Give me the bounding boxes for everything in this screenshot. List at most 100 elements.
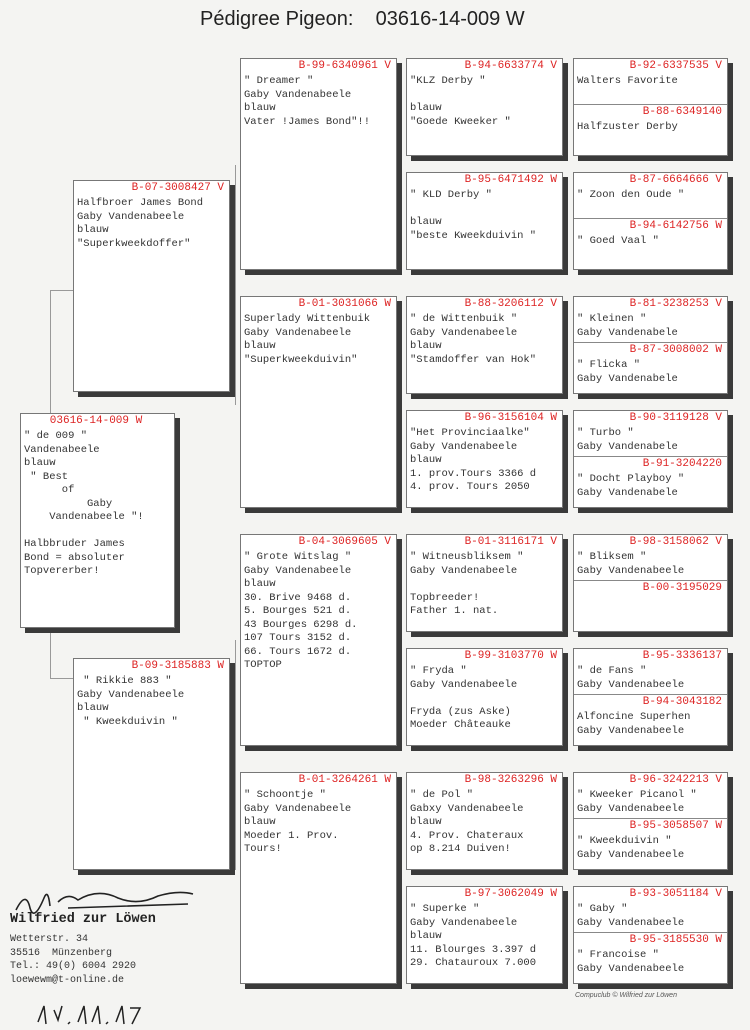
subject-ring-number: 03616-14-009 W bbox=[49, 415, 143, 427]
pigeon-text: "KLZ Derby " blauw "Goede Kweeker " bbox=[410, 75, 511, 128]
ring-number: B-95-3058507 W bbox=[629, 820, 722, 832]
ring-number: B-04-3069605 V bbox=[298, 536, 391, 548]
gg-grandparent-pair-card: B-95-3336137 " de Fans " Gaby Vandenabee… bbox=[573, 648, 728, 746]
pigeon-text: " Schoontje " Gaby Vandenabeele blauw Mo… bbox=[244, 789, 352, 855]
pigeon-text: " Superke " Gaby Vandenabeele blauw 11. … bbox=[410, 903, 537, 969]
pair-divider bbox=[574, 456, 727, 457]
pigeon-text: " Fryda " Gaby Vandenabeele Fryda (zus A… bbox=[410, 665, 518, 731]
ring-number: B-94-6142756 W bbox=[629, 220, 722, 232]
ring-number: B-81-3238253 V bbox=[629, 298, 722, 310]
pigeon-text: Superlady Wittenbuik Gaby Vandenabeele b… bbox=[244, 313, 371, 366]
ring-number: B-96-3242213 V bbox=[629, 774, 722, 786]
pigeon-text bbox=[574, 595, 727, 597]
great-grandparent-card: B-01-3116171 V " Witneusbliksem " Gaby V… bbox=[406, 534, 563, 632]
ring-number: B-98-3263296 W bbox=[464, 774, 557, 786]
grandparent-card: B-99-6340961 V " Dreamer " Gaby Vandenab… bbox=[240, 58, 397, 270]
gg-grandparent-pair-card: B-96-3242213 V " Kweeker Picanol " Gaby … bbox=[573, 772, 728, 870]
connector-line bbox=[50, 290, 51, 413]
pigeon-text: " Kweeker Picanol " Gaby Vandenabeele bbox=[577, 789, 697, 815]
subject-text: " de 009 " Vandenabeele blauw " Best of … bbox=[24, 430, 144, 577]
ring-number: B-92-6337535 V bbox=[629, 60, 722, 72]
ring-number: B-91-3204220 bbox=[642, 458, 722, 470]
ring-number: B-96-3156104 W bbox=[464, 412, 557, 424]
pair-divider bbox=[574, 818, 727, 819]
gg-grandparent-pair-card: B-81-3238253 V " Kleinen " Gaby Vandenab… bbox=[573, 296, 728, 394]
pigeon-text: " Grote Witslag " Gaby Vandenabeele blau… bbox=[244, 551, 358, 671]
pair-divider bbox=[574, 694, 727, 695]
ring-number: B-01-3116171 V bbox=[464, 536, 557, 548]
pigeon-text: Alfoncine Superhen Gaby Vandenabeele bbox=[577, 711, 691, 737]
ring-number: B-94-3043182 bbox=[642, 696, 722, 708]
pair-divider bbox=[574, 104, 727, 105]
pigeon-text: " Witneusbliksem " Gaby Vandenabeele Top… bbox=[410, 551, 524, 617]
pigeon-text: " Gaby " Gaby Vandenabeele bbox=[577, 903, 685, 929]
ring-number: B-88-6349140 bbox=[642, 106, 722, 118]
ring-number: B-93-3051184 V bbox=[629, 888, 722, 900]
pigeon-text: " de Wittenbuik " Gaby Vandenabeele blau… bbox=[410, 313, 537, 366]
mother-ring-number: B-09-3185883 W bbox=[131, 660, 224, 672]
mother-text: " Rikkie 883 " Gaby Vandenabeele blauw "… bbox=[77, 675, 185, 728]
pigeon-text: " Kweekduivin " Gaby Vandenabeele bbox=[577, 835, 685, 861]
grandparent-card: B-04-3069605 V " Grote Witslag " Gaby Va… bbox=[240, 534, 397, 746]
father-ring-number: B-07-3008427 V bbox=[131, 182, 224, 194]
breeder-address: Wetterstr. 34 35516 Münzenberg Tel.: 49(… bbox=[10, 934, 137, 986]
pair-divider bbox=[574, 218, 727, 219]
ring-number: B-98-3158062 V bbox=[629, 536, 722, 548]
pigeon-text: " Francoise " Gaby Vandenabeele bbox=[577, 949, 685, 975]
mother-card: B-09-3185883 W " Rikkie 883 " Gaby Vande… bbox=[73, 658, 230, 870]
ring-number: B-97-3062049 W bbox=[464, 888, 557, 900]
ring-number: B-95-3185530 W bbox=[629, 934, 722, 946]
gg-grandparent-pair-card: B-98-3158062 V " Bliksem " Gaby Vandenab… bbox=[573, 534, 728, 632]
connector-line bbox=[50, 290, 74, 291]
great-grandparent-card: B-96-3156104 W "Het Provinciaalke" Gaby … bbox=[406, 410, 563, 508]
ring-number: B-95-6471492 W bbox=[464, 174, 557, 186]
signature-scribble bbox=[15, 891, 194, 914]
great-grandparent-card: B-99-3103770 W " Fryda " Gaby Vandenabee… bbox=[406, 648, 563, 746]
pair-divider bbox=[574, 342, 727, 343]
great-grandparent-card: B-88-3206112 V " de Wittenbuik " Gaby Va… bbox=[406, 296, 563, 394]
connector-line bbox=[235, 165, 236, 405]
pigeon-text: " Dreamer " Gaby Vandenabeele blauw Vate… bbox=[244, 75, 371, 128]
pigeon-text: " Turbo " Gaby Vandenabele bbox=[577, 427, 678, 453]
connector-line bbox=[50, 628, 51, 678]
gg-grandparent-pair-card: B-90-3119128 V " Turbo " Gaby Vandenabel… bbox=[573, 410, 728, 508]
pigeon-text: " Kleinen " Gaby Vandenabele bbox=[577, 313, 678, 339]
pair-divider bbox=[574, 580, 727, 581]
pigeon-text: " Docht Playboy " Gaby Vandenabele bbox=[577, 473, 685, 499]
great-grandparent-card: B-95-6471492 W " KLD Derby " blauw "best… bbox=[406, 172, 563, 270]
ring-number: B-99-6340961 V bbox=[298, 60, 391, 72]
pigeon-text: "Het Provinciaalke" Gaby Vandenabeele bl… bbox=[410, 427, 537, 493]
great-grandparent-card: B-94-6633774 V "KLZ Derby " blauw "Goede… bbox=[406, 58, 563, 156]
ring-number: B-01-3264261 W bbox=[298, 774, 391, 786]
breeder-name: Wilfried zur Löwen bbox=[10, 912, 156, 927]
pigeon-text: " Zoon den Oude " bbox=[577, 189, 685, 201]
father-text: Halfbroer James Bond Gaby Vandenabeele b… bbox=[77, 197, 204, 250]
pair-divider bbox=[574, 932, 727, 933]
ring-number: B-87-6664666 V bbox=[629, 174, 722, 186]
ring-number: B-95-3336137 bbox=[642, 650, 722, 662]
ring-number: B-87-3008002 W bbox=[629, 344, 722, 356]
gg-grandparent-pair-card: B-92-6337535 V Walters Favorite B-88-634… bbox=[573, 58, 728, 156]
pigeon-text: " Flicka " Gaby Vandenabele bbox=[577, 359, 678, 385]
page-title: Pédigree Pigeon: 03616-14-009 W bbox=[200, 8, 525, 30]
gg-grandparent-pair-card: B-87-6664666 V " Zoon den Oude " B-94-61… bbox=[573, 172, 728, 270]
ring-number: B-88-3206112 V bbox=[464, 298, 557, 310]
pigeon-text: Halfzuster Derby bbox=[577, 121, 678, 133]
ring-number: B-00-3195029 bbox=[642, 582, 722, 594]
pigeon-text: " Goed Vaal " bbox=[577, 235, 659, 247]
pigeon-text: " de Fans " Gaby Vandenabeele bbox=[577, 665, 685, 691]
ring-number: B-90-3119128 V bbox=[629, 412, 722, 424]
pigeon-text: Walters Favorite bbox=[577, 75, 678, 87]
connector-line bbox=[235, 640, 236, 870]
great-grandparent-card: B-97-3062049 W " Superke " Gaby Vandenab… bbox=[406, 886, 563, 984]
grandparent-card: B-01-3031066 W Superlady Wittenbuik Gaby… bbox=[240, 296, 397, 508]
grandparent-card: B-01-3264261 W " Schoontje " Gaby Vanden… bbox=[240, 772, 397, 984]
pigeon-text: " KLD Derby " blauw "beste Kweekduivin " bbox=[410, 189, 537, 242]
father-card: B-07-3008427 V Halfbroer James Bond Gaby… bbox=[73, 180, 230, 392]
subject-pigeon-card: 03616-14-009 W " de 009 " Vandenabeele b… bbox=[20, 413, 175, 628]
gg-grandparent-pair-card: B-93-3051184 V " Gaby " Gaby Vandenabeel… bbox=[573, 886, 728, 984]
ring-number: B-01-3031066 W bbox=[298, 298, 391, 310]
connector-line bbox=[50, 678, 74, 679]
ring-number: B-99-3103770 W bbox=[464, 650, 557, 662]
handwritten-date bbox=[37, 1005, 142, 1025]
